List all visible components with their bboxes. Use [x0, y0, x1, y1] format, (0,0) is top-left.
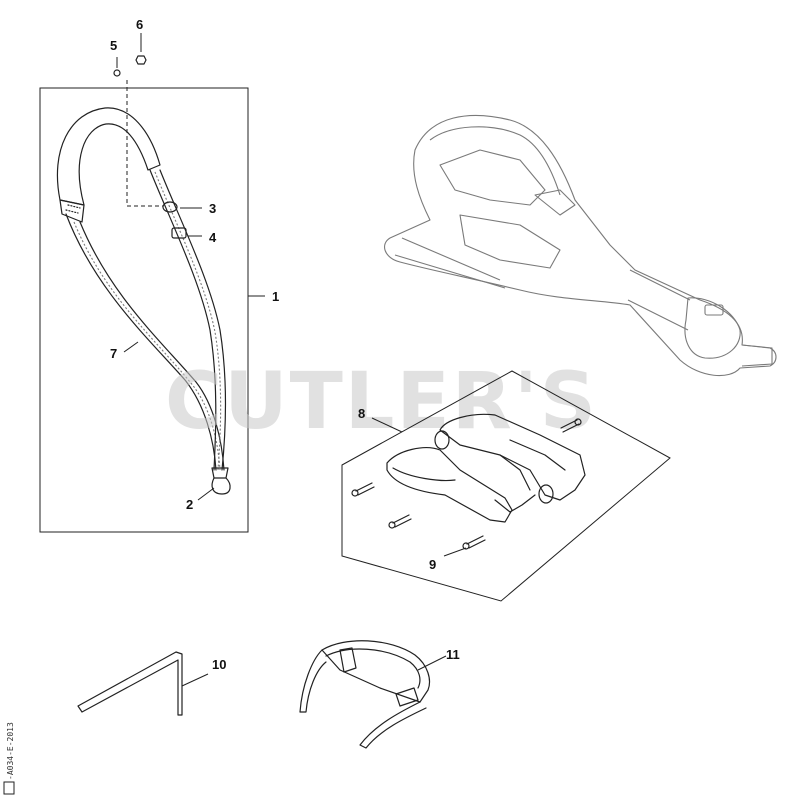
loop-handle-group: 8 9 [341, 370, 671, 602]
callout-11: 11 [446, 647, 460, 662]
drawing-code: -A034-E-2013 [6, 722, 15, 780]
allen-key-icon: 10 [77, 651, 226, 716]
callout-2: 2 [186, 497, 193, 512]
harness-strap-icon [56, 80, 231, 495]
callout-7: 7 [110, 346, 117, 361]
loop-handle-icon [386, 413, 586, 523]
trimmer-housing-icon [384, 114, 777, 377]
callout-4: 4 [209, 230, 217, 245]
handle-kit-box [341, 370, 671, 602]
nut-icon [135, 33, 147, 65]
callout-6: 6 [136, 17, 143, 32]
harness-group: 1 2 3 4 5 6 7 [39, 17, 279, 533]
callout-9: 9 [429, 557, 436, 572]
screw-icon [113, 57, 121, 77]
harness-box [39, 87, 249, 533]
callout-8: 8 [358, 406, 365, 421]
callout-3: 3 [209, 201, 216, 216]
callout-1: 1 [272, 289, 279, 304]
callout-10: 10 [212, 657, 226, 672]
handle-screw-icon [351, 418, 582, 550]
safety-glasses-icon: 11 [299, 640, 460, 749]
callout-5: 5 [110, 38, 117, 53]
watermark: CUTLER'S [165, 357, 598, 447]
drawing-code-box [3, 781, 15, 795]
